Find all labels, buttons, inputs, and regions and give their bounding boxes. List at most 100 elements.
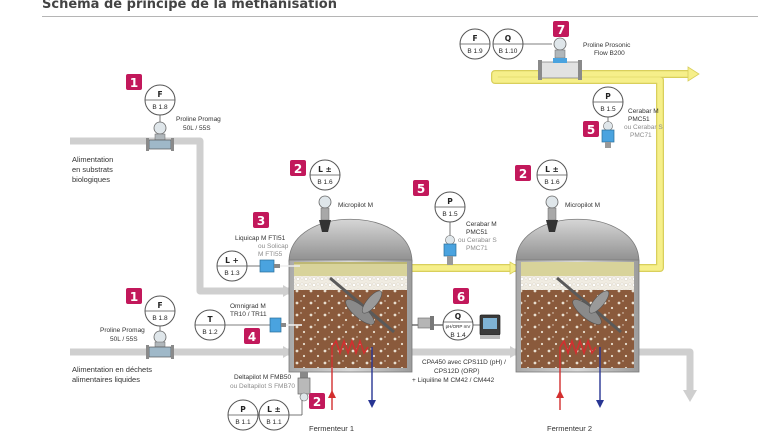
deltapilot-instrument[interactable]: Deltapilot M FMB50 ou Deltapilot S FMB70… <box>227 372 325 431</box>
pressure-transmitter-icon <box>297 372 311 402</box>
level-radar-icon <box>318 195 332 232</box>
promag-bottom-bubble-top: F <box>157 301 162 310</box>
substrates-line-2: en substrats <box>72 165 113 174</box>
liquicap-alt-2: M FTI55 <box>258 251 283 258</box>
micropilot-2-bubble-bot: B 1.6 <box>544 179 560 186</box>
badge-2-micropilot-1: 2 <box>294 162 302 176</box>
analyzer-icon <box>417 314 501 339</box>
badge-5-gas: 5 <box>417 182 425 196</box>
omnigrad-bubble-top: T <box>207 315 213 324</box>
cerabar-out-name-1: Cerabar M <box>628 108 659 115</box>
micropilot-1-name: Micropilot M <box>338 202 373 209</box>
liquid-waste-line-2: alimentaires liquides <box>72 375 140 384</box>
analyzer-name-2: CPS12D (ORP) <box>434 368 480 375</box>
deltapilot-p-bubble-bot: B 1.1 <box>235 419 251 426</box>
omnigrad-name-2: TR10 / TR11 <box>230 311 267 318</box>
promag-top-bubble-top: F <box>157 90 162 99</box>
liquid-waste-input-label: Alimentation en déchets alimentaires liq… <box>72 365 152 384</box>
prosonic-f-bubble-bot: B 1.9 <box>467 48 483 55</box>
biogas-pipe-1 <box>410 261 521 275</box>
analyzer-instrument[interactable]: 6 Q pH/ORP mV B 1.4 CPA450 avec CPS11D (… <box>412 288 506 384</box>
fermenter-2-heating-coil <box>556 338 604 410</box>
deltapilot-l-bubble-bot: B 1.1 <box>266 419 282 426</box>
badge-2-micropilot-2: 2 <box>519 167 527 181</box>
prosonic-q-bubble-top: Q <box>505 34 511 43</box>
analyzer-bubble-top: Q <box>455 312 461 321</box>
substrates-input-label: Alimentation en substrats biologiques <box>72 155 113 184</box>
promag-top-bubble-bot: B 1.8 <box>152 104 168 111</box>
analyzer-name-1: CPA450 avec CPS11D (pH) / <box>422 359 506 366</box>
promag-bottom-name-2: 50L / 55S <box>110 336 138 343</box>
level-switch-icon <box>259 259 300 273</box>
fermenter-1-label: Fermenteur 1 <box>309 424 354 433</box>
fermenter-1-tank <box>288 218 413 373</box>
prosonic-name-1: Proline Prosonic <box>583 42 631 49</box>
micropilot-2-bubble-top: L ± <box>545 165 559 174</box>
liquicap-instrument[interactable]: 3 Liquicap M FTI51 ou Solicap M FTI55 L … <box>216 212 300 282</box>
omnigrad-name-1: Omnigrad M <box>230 303 266 310</box>
badge-3: 3 <box>257 214 265 228</box>
cerabar-out-alt-2: PMC71 <box>630 132 652 139</box>
liquid-waste-line-1: Alimentation en déchets <box>72 365 152 374</box>
flowmeter-icon <box>146 121 174 151</box>
substrates-line-1: Alimentation <box>72 155 113 164</box>
liquicap-bubble-top: L + <box>225 256 239 265</box>
fermenter-1-agitator-icon <box>329 276 395 334</box>
page-title: Schéma de principe de la méthanisation <box>42 0 337 12</box>
prosonic-name-2: Flow B200 <box>594 50 625 57</box>
title-divider <box>42 16 758 17</box>
substrate-feed-pipe <box>70 137 293 297</box>
cerabar-out-alt-1: ou Cerabar S <box>624 124 663 131</box>
liquid-waste-feed-pipe <box>70 346 293 358</box>
pressure-transmitter-icon <box>601 121 615 148</box>
promag-top-instrument[interactable]: 1 F B 1.8 Proline Promag 50L / 55S <box>126 74 221 151</box>
badge-5-out: 5 <box>587 123 595 137</box>
promag-bottom-name-1: Proline Promag <box>100 327 145 334</box>
temperature-sensor-icon <box>269 317 302 333</box>
analyzer-name-3: + Liquiline M CM42 / CM442 <box>412 377 495 384</box>
badge-2-deltapilot: 2 <box>313 395 321 409</box>
deltapilot-name: Deltapilot M FMB50 <box>234 374 291 381</box>
cerabar-out-instrument[interactable]: P B 1.5 5 Cerabar M PMC51 ou Cerabar S P… <box>583 86 663 148</box>
micropilot-2-instrument[interactable]: 2 L ± B 1.6 Micropilot M <box>515 159 600 232</box>
badge-1-bottom: 1 <box>130 290 138 304</box>
cerabar-gas-instrument[interactable]: 5 P B 1.5 Cerabar M PMC51 ou Cerabar S P… <box>413 180 497 265</box>
prosonic-instrument[interactable]: 7 F B 1.9 Q B 1.10 Proline Prosonic Flow… <box>459 21 631 80</box>
prosonic-q-bubble-bot: B 1.10 <box>499 48 518 55</box>
level-radar-icon <box>545 195 559 232</box>
badge-4: 4 <box>248 330 256 344</box>
cerabar-gas-alt-1: ou Cerabar S <box>458 237 497 244</box>
promag-top-name-2: 50L / 55S <box>183 125 211 132</box>
promag-bottom-bubble-bot: B 1.8 <box>152 315 168 322</box>
analyzer-bubble-mid: pH/ORP mV <box>446 324 471 329</box>
omnigrad-bubble-bot: B 1.2 <box>202 329 218 336</box>
micropilot-2-name: Micropilot M <box>565 202 600 209</box>
pressure-transmitter-icon <box>443 235 457 265</box>
cerabar-gas-name-2: PMC51 <box>466 229 488 236</box>
promag-top-name-1: Proline Promag <box>176 116 221 123</box>
micropilot-1-bubble-bot: B 1.6 <box>317 179 333 186</box>
digestate-outlet-pipe <box>638 348 697 402</box>
liquicap-name: Liquicap M FTI51 <box>235 235 286 242</box>
deltapilot-alt: ou Deltapilot S FMB70 <box>230 383 295 390</box>
cerabar-out-bubble-top: P <box>605 92 611 101</box>
substrates-line-3: biologiques <box>72 175 110 184</box>
micropilot-1-bubble-top: L ± <box>318 165 332 174</box>
transfer-pipe <box>410 346 520 358</box>
deltapilot-p-bubble-top: P <box>240 405 246 414</box>
fermenter-2-label: Fermenteur 2 <box>547 424 592 433</box>
liquicap-bubble-bot: B 1.3 <box>224 270 240 277</box>
omnigrad-instrument[interactable]: Omnigrad M TR10 / TR11 T B 1.2 4 <box>194 303 302 344</box>
badge-7: 7 <box>557 23 565 37</box>
promag-bottom-instrument[interactable]: 1 F B 1.8 Proline Promag 50L / 55S <box>100 288 176 359</box>
cerabar-gas-alt-2: PMC71 <box>466 245 488 252</box>
micropilot-1-instrument[interactable]: 2 L ± B 1.6 Micropilot M <box>290 159 373 232</box>
prosonic-f-bubble-top: F <box>472 34 477 43</box>
liquicap-alt-1: ou Solicap <box>258 243 289 250</box>
fermenter-2-tank <box>515 218 640 373</box>
biogas-pipe-2 <box>491 66 700 272</box>
flowmeter-icon <box>146 330 174 359</box>
deltapilot-l-bubble-top: L ± <box>267 405 281 414</box>
